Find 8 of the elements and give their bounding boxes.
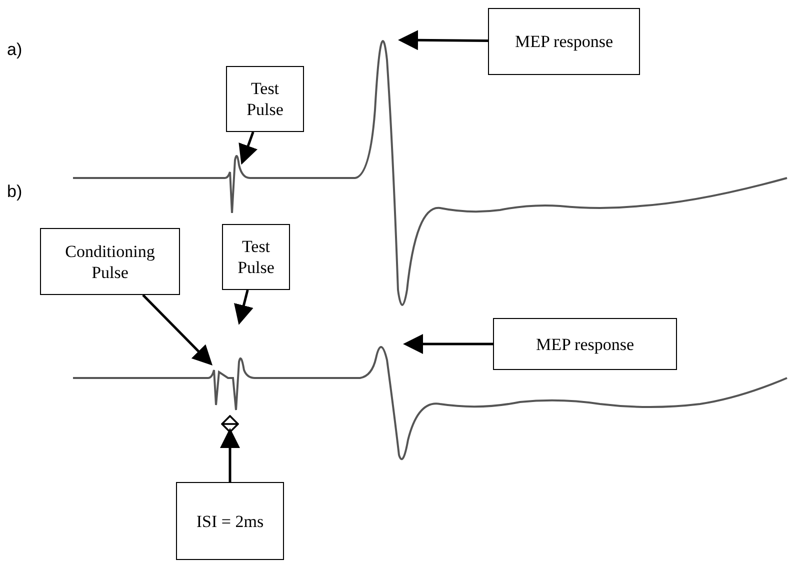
panel-label: b): [7, 182, 22, 202]
arrow: [142, 294, 212, 366]
arrow: [403, 334, 493, 354]
callout-text: ISI = 2ms: [196, 510, 264, 532]
callout-text: MEP response: [536, 334, 634, 354]
isi-marker-icon: [221, 415, 239, 433]
panel-label: a): [7, 40, 22, 60]
arrow: [220, 428, 240, 482]
